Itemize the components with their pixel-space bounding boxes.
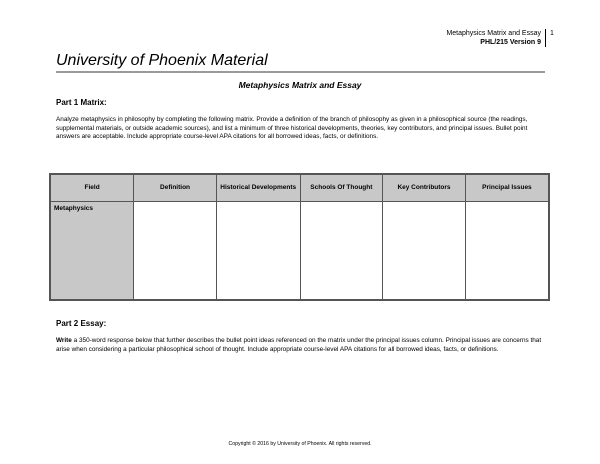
column-header-key-contributors: Key Contributors bbox=[382, 173, 466, 202]
header-course-version: PHL/215 Version 9 bbox=[480, 39, 541, 46]
part2-instructions-text: a 350-word response below that further d… bbox=[56, 337, 542, 353]
part1-instructions: Analyze metaphysics in philosophy by com… bbox=[56, 116, 528, 140]
metaphysics-matrix-table: Field Definition Historical Developments… bbox=[49, 173, 550, 301]
principal-issues-cell[interactable] bbox=[464, 201, 550, 301]
column-header-field: Field bbox=[49, 173, 135, 202]
copyright-footer: Copyright © 2016 by University of Phoeni… bbox=[228, 441, 372, 447]
table-header-row: Field Definition Historical Developments… bbox=[49, 173, 550, 202]
field-cell: Metaphysics bbox=[49, 201, 135, 301]
brand-title: University of Phoenix Material bbox=[56, 52, 268, 69]
running-header: Metaphysics Matrix and Essay PHL/215 Ver… bbox=[446, 29, 546, 47]
part1-heading: Part 1 Matrix: bbox=[56, 98, 107, 107]
title-underline bbox=[56, 71, 545, 73]
page-number: 1 bbox=[550, 30, 554, 37]
column-header-definition: Definition bbox=[133, 173, 217, 202]
document-title: Metaphysics Matrix and Essay bbox=[238, 80, 362, 90]
historical-developments-cell[interactable] bbox=[215, 201, 301, 301]
column-header-principal-issues: Principal Issues bbox=[464, 173, 550, 202]
column-header-schools-of-thought: Schools Of Thought bbox=[299, 173, 384, 202]
part2-lead-word: Write bbox=[56, 337, 72, 344]
key-contributors-cell[interactable] bbox=[382, 201, 466, 301]
column-header-historical-developments: Historical Developments bbox=[215, 173, 301, 202]
definition-cell[interactable] bbox=[133, 201, 217, 301]
table-row: Metaphysics bbox=[49, 201, 550, 301]
header-doc-name: Metaphysics Matrix and Essay bbox=[446, 30, 541, 37]
part2-instructions: Write a 350-word response below that fur… bbox=[56, 337, 546, 354]
schools-of-thought-cell[interactable] bbox=[299, 201, 384, 301]
part2-heading: Part 2 Essay: bbox=[56, 319, 107, 328]
